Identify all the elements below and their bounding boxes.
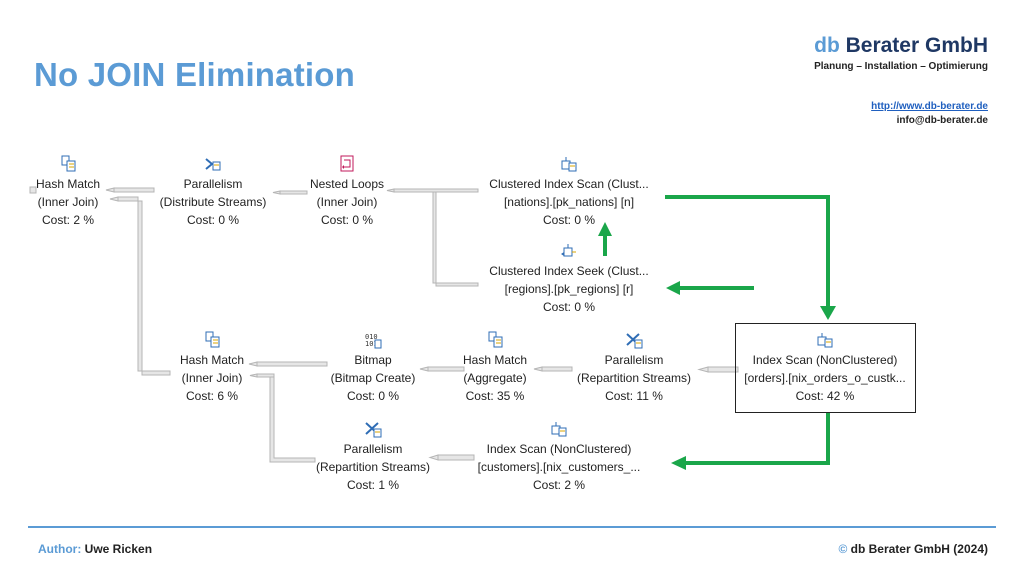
author-credit: Author: Uwe Ricken <box>38 542 152 556</box>
node-index-scan-orders[interactable]: Index Scan (NonClustered) [orders].[nix_… <box>730 331 920 405</box>
node-detail: (Repartition Streams) <box>576 371 692 385</box>
connector-seek-to-nestedloops <box>432 191 479 287</box>
node-operator: Parallelism <box>343 442 403 456</box>
node-detail: [nations].[pk_nations] [n] <box>503 195 635 209</box>
index-scan-icon <box>551 422 567 437</box>
page-title: No JOIN Elimination <box>34 56 355 93</box>
node-operator: Nested Loops <box>309 177 385 191</box>
node-clustered-index-scan-nations[interactable]: Clustered Index Scan (Clust... [nations]… <box>474 155 664 229</box>
node-cost: Cost: 0 % <box>186 213 240 227</box>
node-cost: Cost: 1 % <box>346 478 400 492</box>
node-cost: Cost: 35 % <box>465 389 525 403</box>
copyright-notice: © db Berater GmbH (2024) <box>838 542 988 556</box>
node-operator: Hash Match <box>179 353 245 367</box>
node-cost: Cost: 2 % <box>532 478 586 492</box>
node-hash-match-inner[interactable]: Hash Match (Inner Join) Cost: 6 % <box>117 331 307 405</box>
node-detail: [orders].[nix_orders_o_custk... <box>744 371 906 385</box>
node-detail: (Repartition Streams) <box>315 460 431 474</box>
annotation-arrow-orders-to-customers <box>686 413 830 465</box>
highlight-box-orders-scan <box>735 323 916 413</box>
node-operator: Parallelism <box>183 177 243 191</box>
node-cost: Cost: 0 % <box>346 389 400 403</box>
node-detail: (Inner Join) <box>316 195 378 209</box>
copyright-symbol: © <box>838 542 848 556</box>
company-name-db: db <box>814 34 840 57</box>
hash-match-icon <box>61 155 76 172</box>
company-name: db Berater GmbH <box>814 34 988 58</box>
parallelism-icon <box>626 333 643 349</box>
node-detail: [customers].[nix_customers_... <box>477 460 641 474</box>
index-scan-icon <box>561 157 577 172</box>
company-tagline: Planung – Installation – Optimierung <box>814 61 988 72</box>
node-operator: Hash Match <box>462 353 528 367</box>
node-hash-match-aggregate[interactable]: Hash Match (Aggregate) Cost: 35 % <box>400 331 590 405</box>
node-operator: Clustered Index Scan (Clust... <box>489 177 649 191</box>
parallelism-icon <box>205 158 221 171</box>
node-detail: (Inner Join) <box>37 195 99 209</box>
company-brand: db Berater GmbH Planung – Installation –… <box>814 34 988 72</box>
svg-text:010: 010 <box>365 333 378 341</box>
node-detail: (Bitmap Create) <box>330 371 416 385</box>
company-name-rest: Berater GmbH <box>839 34 988 57</box>
email-address: info@db-berater.de <box>896 115 988 126</box>
node-cost: Cost: 0 % <box>542 213 596 227</box>
hash-match-icon <box>205 331 220 348</box>
annotation-arrow-scan-to-orders <box>665 195 830 306</box>
node-cost: Cost: 6 % <box>185 389 239 403</box>
node-clustered-index-seek-regions[interactable]: Clustered Index Seek (Clust... [regions]… <box>474 242 664 316</box>
hash-match-icon <box>488 331 503 348</box>
node-cost: Cost: 42 % <box>795 389 855 403</box>
node-operator: Index Scan (NonClustered) <box>752 353 898 367</box>
node-detail: (Inner Join) <box>181 371 243 385</box>
node-operator: Hash Match <box>35 177 101 191</box>
node-cost: Cost: 0 % <box>542 300 596 314</box>
node-detail: [regions].[pk_regions] [r] <box>504 282 634 296</box>
node-operator: Clustered Index Seek (Clust... <box>489 264 649 278</box>
node-operator: Parallelism <box>604 353 664 367</box>
index-scan-icon <box>817 333 833 348</box>
node-parallelism-distribute[interactable]: Parallelism (Distribute Streams) Cost: 0… <box>118 155 308 229</box>
node-parallelism-repartition-orders[interactable]: Parallelism (Repartition Streams) Cost: … <box>539 331 729 405</box>
website-link[interactable]: http://www.db-berater.de <box>871 101 988 112</box>
node-index-scan-customers[interactable]: Index Scan (NonClustered) [customers].[n… <box>464 420 654 494</box>
nested-loops-icon <box>340 155 354 172</box>
node-cost: Cost: 0 % <box>320 213 374 227</box>
copyright-text: db Berater GmbH (2024) <box>847 542 988 556</box>
node-cost: Cost: 11 % <box>605 389 663 403</box>
node-nested-loops[interactable]: Nested Loops (Inner Join) Cost: 0 % <box>252 155 442 229</box>
node-hash-match-root[interactable]: Hash Match (Inner Join) Cost: 2 % <box>0 155 163 229</box>
footer-divider <box>28 526 996 528</box>
contact-links: http://www.db-berater.de info@db-berater… <box>871 100 988 128</box>
svg-text:101: 101 <box>365 340 378 348</box>
parallelism-icon <box>365 422 382 438</box>
node-detail: (Distribute Streams) <box>159 195 267 209</box>
node-detail: (Aggregate) <box>463 371 527 385</box>
author-label: Author: <box>38 542 82 556</box>
node-operator: Index Scan (NonClustered) <box>486 442 632 456</box>
node-operator: Bitmap <box>354 353 392 367</box>
index-seek-icon <box>561 244 576 257</box>
node-cost: Cost: 2 % <box>41 213 95 227</box>
node-parallelism-repartition-customers[interactable]: Parallelism (Repartition Streams) Cost: … <box>278 420 468 494</box>
author-name: Uwe Ricken <box>81 542 153 556</box>
